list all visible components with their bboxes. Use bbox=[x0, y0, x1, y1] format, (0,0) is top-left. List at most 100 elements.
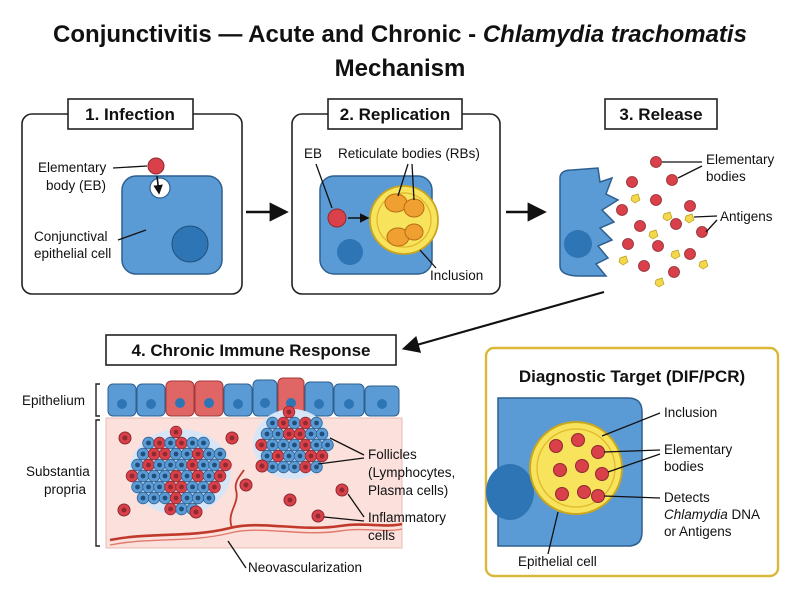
cell-nucleus bbox=[314, 420, 319, 426]
diagnostic-nucleus bbox=[486, 464, 534, 520]
antigen bbox=[618, 255, 629, 266]
inclusion-pointer bbox=[419, 249, 437, 269]
detects-label-line3: or Antigens bbox=[664, 524, 732, 539]
cell-nucleus bbox=[151, 495, 157, 501]
cell-nucleus bbox=[171, 225, 209, 263]
diagnostic-eb-pointer-1 bbox=[603, 449, 661, 453]
cell-nucleus bbox=[173, 451, 179, 457]
replication-eb-pointer bbox=[315, 163, 333, 209]
follicles-pointer-1 bbox=[329, 437, 365, 456]
cell-nucleus bbox=[286, 453, 292, 459]
diagnostic-cell-label: Epithelial cell bbox=[518, 554, 597, 569]
cell-nucleus bbox=[270, 442, 275, 448]
cell-nucleus bbox=[184, 495, 190, 501]
cell-nucleus bbox=[325, 442, 330, 448]
cell-nucleus bbox=[303, 420, 308, 426]
elementary-body bbox=[668, 266, 680, 278]
elementary-body bbox=[684, 248, 696, 260]
panel-diagnostic: Diagnostic Target (DIF/PCR) Inclusion El… bbox=[484, 346, 780, 578]
cell-nucleus bbox=[206, 451, 212, 457]
elementary-body bbox=[595, 467, 609, 481]
elementary-body bbox=[652, 240, 664, 252]
substantia-label-line1: Substantia bbox=[26, 464, 90, 479]
panel-infection-header-box bbox=[67, 98, 194, 130]
inflammatory-cell-nucleus bbox=[315, 513, 321, 519]
diagram-title-line2: Mechanism bbox=[335, 55, 466, 82]
cell-nucleus bbox=[292, 442, 297, 448]
replication-nucleus bbox=[337, 239, 363, 265]
blood-vessel-wall bbox=[109, 528, 403, 546]
ruptured-cell bbox=[559, 167, 620, 277]
cell-nucleus bbox=[168, 440, 173, 446]
eb-label-line1: Elementary bbox=[38, 160, 107, 175]
cell-nucleus bbox=[314, 464, 319, 470]
elementary-body bbox=[555, 487, 569, 501]
cell-nucleus bbox=[264, 431, 270, 437]
cell-nucleus bbox=[217, 451, 223, 457]
diagnostic-inclusion-label: Inclusion bbox=[664, 405, 717, 420]
panel-replication: 2. Replication EB Reticulate bodies (RBs… bbox=[291, 98, 501, 295]
cell-nucleus bbox=[233, 399, 243, 409]
cell-nucleus bbox=[175, 398, 185, 408]
inflammatory-pointer-1 bbox=[347, 493, 365, 518]
elementary-body bbox=[666, 174, 678, 186]
lymphoid-follicle bbox=[253, 405, 334, 479]
follicles-label-line3: Plasma cells) bbox=[368, 483, 448, 498]
panel-release: 3. Release bbox=[559, 98, 775, 288]
cell-nucleus bbox=[157, 462, 162, 468]
release-nucleus bbox=[564, 230, 592, 258]
inflammatory-cell-nucleus bbox=[229, 435, 235, 441]
cell-nucleus bbox=[377, 399, 387, 409]
cell-nucleus bbox=[162, 473, 168, 479]
cell-nucleus bbox=[168, 484, 173, 490]
elementary-body bbox=[553, 463, 567, 477]
diagnostic-inclusion-pointer bbox=[601, 412, 661, 437]
cell-nucleus bbox=[286, 431, 292, 437]
cell-nucleus bbox=[281, 420, 286, 426]
cell-nucleus bbox=[270, 464, 275, 470]
cell-nucleus bbox=[264, 453, 270, 459]
cell-nucleus bbox=[286, 398, 296, 408]
detects-label-line2: Chlamydia DNA bbox=[664, 507, 760, 522]
elementary-body bbox=[591, 489, 605, 503]
inflammatory-cell-nucleus bbox=[243, 482, 249, 488]
substantia-bracket bbox=[95, 419, 100, 547]
blood-vessel bbox=[109, 522, 403, 542]
cell-nucleus bbox=[201, 462, 206, 468]
cell-label-line2: epithelial cell bbox=[34, 246, 111, 261]
eb-label-line2: body (EB) bbox=[46, 178, 106, 193]
cell-nucleus bbox=[292, 464, 297, 470]
inflammatory-cell-nucleus bbox=[122, 435, 128, 441]
cell-nucleus bbox=[146, 440, 151, 446]
panel-chronic-header: 4. Chronic Immune Response bbox=[132, 341, 371, 360]
inflammatory-label-line2: cells bbox=[368, 528, 395, 543]
cell-nucleus bbox=[184, 473, 190, 479]
panel-release-header: 3. Release bbox=[619, 105, 702, 124]
cell-nucleus bbox=[344, 399, 354, 409]
panel-chronic-header-box bbox=[105, 334, 397, 366]
panel-release-header-box bbox=[604, 98, 718, 130]
elementary-body bbox=[147, 157, 165, 175]
panel-infection-header: 1. Infection bbox=[85, 105, 175, 124]
antigens-label: Antigens bbox=[720, 209, 773, 224]
cell-nucleus bbox=[223, 462, 228, 468]
elementary-body bbox=[591, 445, 605, 459]
cell-nucleus bbox=[146, 462, 151, 468]
cell-nucleus bbox=[195, 473, 201, 479]
diagnostic-eb-label-line2: bodies bbox=[664, 459, 704, 474]
epithelium-label: Epithelium bbox=[22, 393, 85, 408]
diagnostic-eb-label-line1: Elementary bbox=[664, 442, 733, 457]
detects-label-line1: Detects bbox=[664, 490, 710, 505]
detects-italic: Chlamydia bbox=[664, 507, 728, 522]
neovascular-label: Neovascularization bbox=[248, 560, 362, 575]
antigen bbox=[662, 211, 673, 222]
cell-pointer bbox=[117, 229, 147, 241]
cell-nucleus bbox=[173, 429, 179, 435]
entry-arrow bbox=[153, 175, 163, 195]
cell-nucleus bbox=[190, 462, 195, 468]
panel-diagnostic-header: Diagnostic Target (DIF/PCR) bbox=[519, 367, 745, 386]
vessel-sprout bbox=[229, 469, 245, 529]
inclusion-label: Inclusion bbox=[430, 268, 483, 283]
